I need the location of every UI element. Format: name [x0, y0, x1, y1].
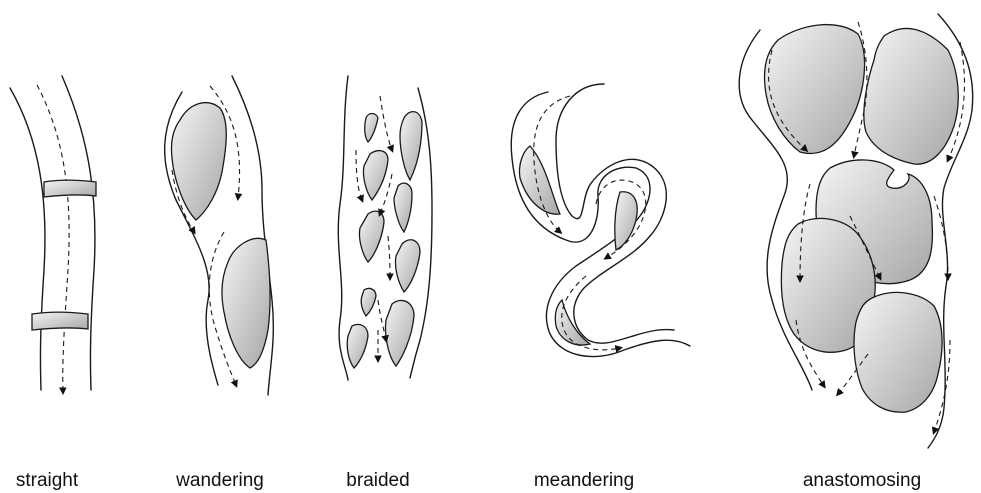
- straight-bar-lower: [32, 312, 88, 330]
- braided-bar-8: [385, 300, 414, 366]
- braided-bar-1: [365, 114, 378, 143]
- label-anastomosing: anastomosing: [803, 470, 921, 492]
- straight-channel: [10, 76, 96, 392]
- braided-flow-4: [388, 236, 390, 278]
- straight-bar-upper: [44, 180, 96, 197]
- braided-flow-5: [378, 300, 386, 340]
- anastomosing-island-5: [854, 292, 942, 412]
- meandering-bar-2: [615, 192, 637, 250]
- anastomosing-island-1: [765, 25, 865, 154]
- meandering-channel: [511, 84, 690, 357]
- braided-channel: [338, 76, 432, 380]
- anastomosing-island-2: [864, 28, 958, 164]
- anastomosing-channel: [739, 14, 972, 448]
- braided-bar-3: [363, 151, 388, 200]
- straight-left-bank: [10, 88, 45, 390]
- braided-flow-1: [380, 96, 392, 150]
- braided-bar-7: [361, 288, 376, 316]
- braided-flow-2: [356, 150, 362, 200]
- braided-bar-2: [400, 112, 422, 180]
- straight-right-bank: [62, 76, 95, 390]
- meandering-bar-1: [519, 146, 560, 214]
- label-straight: straight: [16, 470, 78, 492]
- meandering-flow-3: [562, 276, 620, 350]
- wandering-channel: [165, 76, 274, 395]
- braided-bar-4: [394, 183, 412, 232]
- straight-flow-line: [37, 85, 69, 392]
- braided-left-bank: [338, 76, 348, 380]
- wandering-bar-upper: [171, 103, 226, 220]
- label-wandering: wandering: [176, 470, 264, 492]
- meandering-outer-bank: [511, 92, 690, 357]
- label-braided: braided: [346, 470, 409, 492]
- braided-bar-9: [347, 324, 368, 368]
- wandering-bar-lower: [222, 238, 270, 368]
- braided-bar-5: [359, 211, 384, 262]
- braided-bar-6: [395, 240, 420, 292]
- label-meandering: meandering: [534, 470, 634, 492]
